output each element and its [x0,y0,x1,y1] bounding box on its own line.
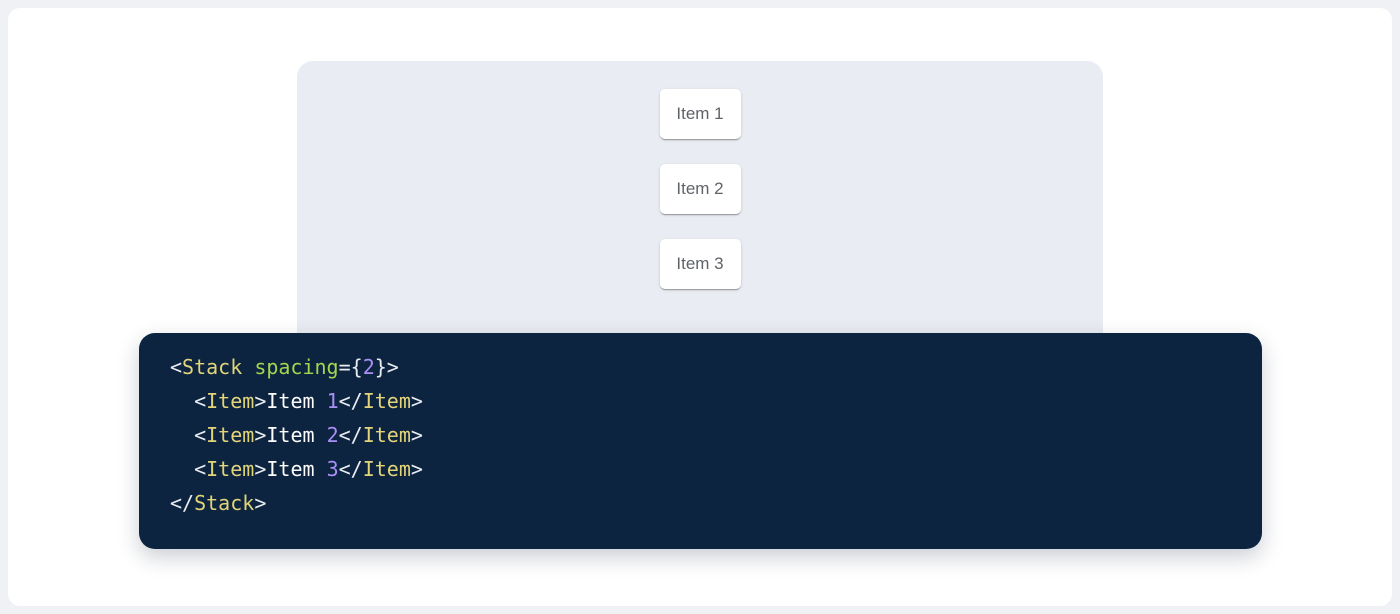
code-token-tag: Stack [182,355,243,379]
code-token-punct: > [410,423,423,447]
code-token-plain: Item [266,423,327,447]
code-token-punct: ={ [338,355,363,379]
code-token-attr: spacing [254,355,339,379]
code-token-plain [170,423,194,447]
code-token-punct: < [194,389,207,413]
code-token-punct: > [254,457,267,481]
code-token-punct: </ [338,457,363,481]
code-token-punct: }> [374,355,399,379]
code-token-punct: </ [170,491,195,515]
code-token-plain: Item [266,389,327,413]
stack-item: Item 1 [659,89,741,139]
code-token-punct: > [254,389,267,413]
code-token-punct: > [410,457,423,481]
code-token-number: 2 [362,355,375,379]
code-block: <Stack spacing={2}> <Item>Item 1</Item> … [139,333,1262,549]
code-token-number: 3 [326,457,339,481]
code-content: <Stack spacing={2}> <Item>Item 1</Item> … [170,350,1232,520]
code-token-punct: < [194,457,207,481]
code-token-punct: < [170,355,183,379]
code-token-tag: Item [206,423,255,447]
code-token-punct: < [194,423,207,447]
code-line: </Stack> [170,486,1232,520]
code-token-plain [170,389,194,413]
code-token-number: 1 [326,389,339,413]
code-token-punct: </ [338,423,363,447]
code-token-plain: Item [266,457,327,481]
code-token-tag: Stack [194,491,255,515]
code-token-punct: > [254,423,267,447]
code-line: <Stack spacing={2}> [170,350,1232,384]
stack-item: Item 2 [659,164,741,214]
code-token-punct: </ [338,389,363,413]
stack-item: Item 3 [659,239,741,289]
code-token-plain [242,355,254,379]
code-token-punct: > [254,491,267,515]
code-token-tag: Item [206,389,255,413]
code-token-tag: Item [362,457,411,481]
code-line: <Item>Item 3</Item> [170,452,1232,486]
code-token-tag: Item [362,423,411,447]
code-line: <Item>Item 2</Item> [170,418,1232,452]
code-token-punct: > [410,389,423,413]
code-line: <Item>Item 1</Item> [170,384,1232,418]
code-token-tag: Item [206,457,255,481]
stack-demo-panel: Item 1 Item 2 Item 3 [297,61,1103,353]
code-token-number: 2 [326,423,339,447]
code-token-plain [170,457,194,481]
code-token-tag: Item [362,389,411,413]
